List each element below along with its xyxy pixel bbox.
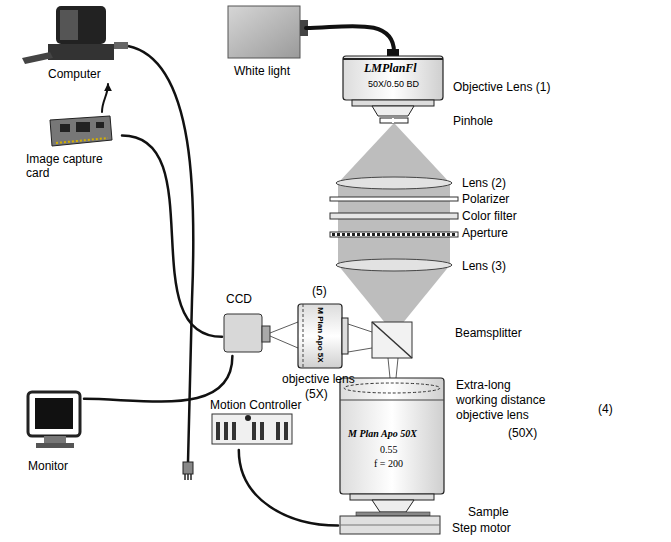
node-text: f = 200 [374, 458, 403, 470]
objective-rim [303, 304, 304, 368]
node-text: 0.55 [380, 444, 398, 456]
part-label: Objective Lens (1) [453, 80, 550, 95]
computer-monitor [56, 6, 106, 44]
ccd-camera [224, 314, 262, 352]
part-label: Pinhole [453, 114, 493, 129]
node-text: 50X/0.50 BD [368, 79, 419, 90]
node-text: LMPlanFl [364, 61, 417, 75]
cable-plug [183, 462, 193, 474]
beamsplitter-surface [372, 322, 412, 358]
monitor-screen [35, 398, 73, 429]
cable [306, 26, 394, 52]
node-text: M Plan Apo 50X [348, 428, 417, 440]
objective-top [344, 383, 440, 393]
objective-rim [343, 58, 443, 60]
controller-knob [245, 415, 251, 421]
node-text: Motion Controller [210, 398, 301, 412]
node-text: Sample [468, 505, 509, 519]
part-label: Polarizer [462, 192, 509, 207]
stage-line [340, 525, 440, 526]
computer: Computer [20, 4, 130, 84]
step-motor-stage: SampleStep motor [338, 504, 538, 540]
light-source [228, 6, 300, 58]
objective-rim [340, 400, 444, 401]
light-source: White light [226, 4, 306, 84]
objective-body [340, 378, 444, 494]
part-label: (5) [312, 284, 327, 299]
objective-collar [350, 494, 434, 500]
monitor: Monitor [22, 385, 84, 477]
monitor [28, 392, 80, 436]
part-label: (4) [598, 402, 613, 417]
card-chips [60, 122, 104, 132]
beamsplitter [372, 322, 412, 358]
computer-port [114, 42, 128, 49]
objective-body [343, 56, 443, 100]
card-contacts [56, 138, 108, 143]
aperture-hatch [332, 233, 456, 236]
objective-lens: LMPlanFl 50X/0.50 BD [340, 52, 448, 116]
aperture [330, 232, 458, 237]
part-label: (50X) [508, 426, 537, 441]
objective-collar [352, 100, 434, 106]
node-text: M Plan Apo 5X [315, 307, 325, 362]
sample [356, 512, 430, 516]
node-text: CCD [226, 292, 252, 306]
objective-nozzle [372, 500, 414, 512]
monitor-stand [44, 436, 66, 443]
part-label: Beamsplitter [455, 326, 522, 341]
lens [336, 259, 452, 271]
objective-collar [342, 318, 348, 354]
monitor-base [36, 443, 74, 448]
cable [84, 356, 232, 402]
controller-slots [216, 422, 288, 440]
objective-nozzle [372, 106, 414, 116]
part-label: Extra-long working distance objective le… [456, 378, 552, 423]
pinhole-plate [380, 118, 408, 123]
objective-body [298, 304, 342, 368]
computer-keyboard [22, 52, 53, 64]
part-label: Lens (3) [462, 259, 506, 274]
node-text: Step motor [452, 521, 511, 535]
part-label: Lens (2) [462, 176, 506, 191]
node-text: White light [234, 64, 290, 78]
pinhole-gap [392, 118, 394, 123]
motion-controller [212, 414, 292, 444]
ccd-mount [262, 326, 270, 342]
image-capture-card: Image capture card [22, 112, 122, 190]
part-label: (5X) [305, 387, 328, 402]
capture-card [50, 116, 112, 146]
cable [239, 450, 338, 526]
lens [336, 177, 452, 189]
objective-lens: M Plan Apo 5X [296, 300, 348, 370]
node-text: Monitor [28, 459, 68, 473]
part-label: Aperture [462, 226, 508, 241]
computer-screen-edge [60, 10, 78, 40]
computer-case [48, 44, 114, 60]
light-beam [338, 124, 450, 324]
polarizer [330, 197, 458, 201]
node-text: Image capture card [26, 152, 118, 181]
step-motor-stage [340, 516, 440, 534]
cable [102, 84, 108, 112]
part-label: Color filter [462, 209, 517, 224]
ccd-camera: CCD [222, 292, 274, 356]
color-filter [330, 213, 458, 219]
part-label: objective lens [282, 372, 355, 387]
node-text: Computer [48, 67, 101, 81]
motion-controller: Motion Controller [210, 398, 306, 450]
plug-pins [185, 474, 191, 480]
cable [122, 135, 222, 336]
